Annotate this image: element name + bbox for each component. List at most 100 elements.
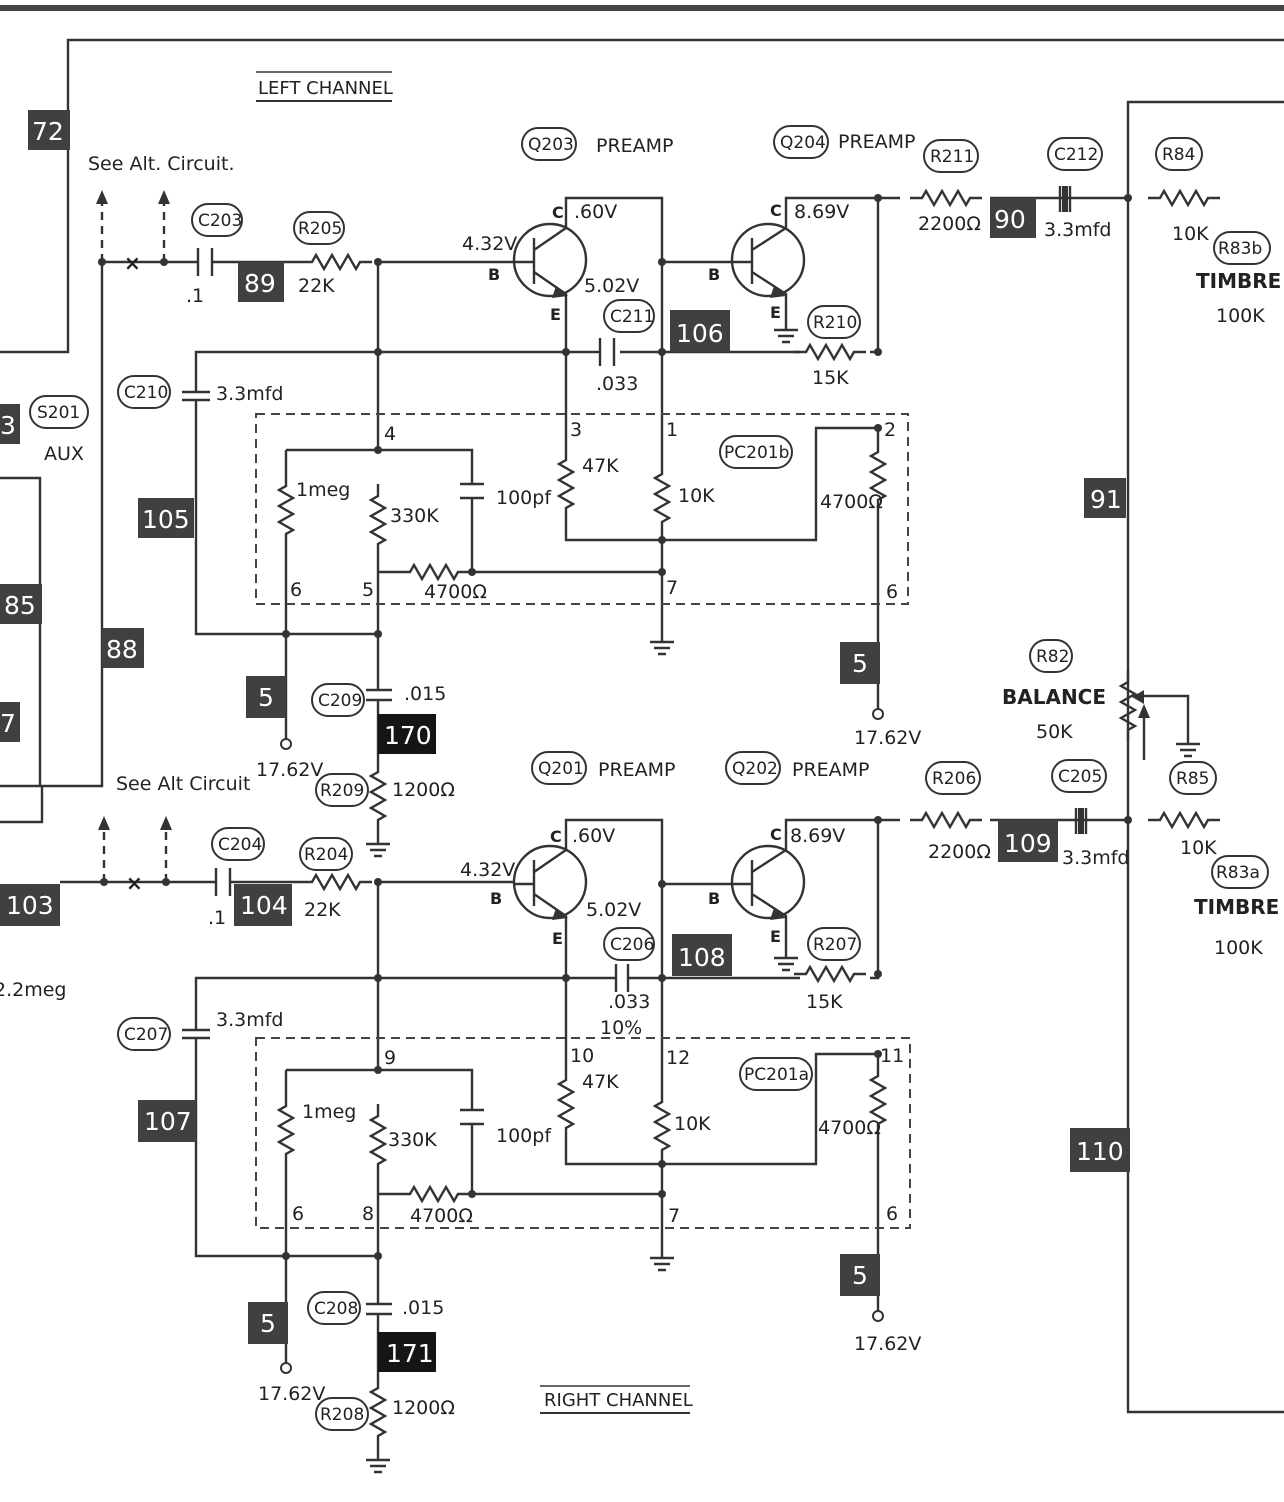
right-q2-e: E: [770, 927, 781, 946]
right-base-voltage: 4.32V: [460, 859, 515, 881]
c207-value: 3.3mfd: [216, 1009, 283, 1031]
right-pin-9: 9: [384, 1047, 396, 1069]
r85-value: 10K: [1180, 837, 1217, 859]
r208-value: 1200Ω: [392, 1397, 455, 1419]
r85-ref: R85: [1176, 769, 1209, 789]
tp-91: 91: [1090, 485, 1122, 514]
right-q2-c: C: [770, 825, 782, 844]
left-supply-voltage-b: 17.62V: [854, 727, 921, 749]
r206-ref: R206: [932, 769, 976, 789]
left-pin-6b: 6: [886, 581, 898, 603]
tp-103: 103: [6, 891, 54, 920]
pc201b-ref: PC201b: [724, 443, 789, 463]
tp-3: 3: [0, 411, 16, 440]
right-r-4700: 4700Ω: [410, 1205, 473, 1227]
svg-text:×: ×: [126, 871, 143, 895]
c206-value: .033: [608, 991, 650, 1013]
c212-value: 3.3mfd: [1044, 219, 1111, 241]
tp-85: 85: [4, 591, 36, 620]
right-pin-10: 10: [570, 1045, 594, 1067]
left-q1-b: B: [488, 265, 500, 284]
c212-ref: C212: [1054, 145, 1098, 165]
q203-label: PREAMP: [596, 135, 674, 157]
c203-ref: C203: [198, 211, 242, 231]
tp-170: 170: [384, 721, 432, 750]
right-r-47k: 47K: [582, 1071, 619, 1093]
r83b-ref: R83b: [1218, 239, 1262, 259]
right-q1-b: B: [490, 889, 502, 908]
r206-value: 2200Ω: [928, 841, 991, 863]
r84-value: 10K: [1172, 223, 1209, 245]
right-supply-voltage-a: 17.62V: [258, 1383, 325, 1405]
tp-109: 109: [1004, 829, 1052, 858]
left-pin-2: 2: [884, 419, 896, 441]
r211-ref: R211: [930, 147, 974, 167]
tp-89: 89: [244, 269, 276, 298]
left-pin-7: 7: [666, 577, 678, 599]
tp-106: 106: [676, 319, 724, 348]
c209-ref: C209: [318, 691, 362, 711]
right-channel-circuit: ×: [60, 808, 1222, 1474]
pc201a-ref: PC201a: [744, 1065, 809, 1085]
q202-ref: Q202: [732, 759, 778, 779]
s201-switch: S201 AUX: [29, 395, 89, 465]
s201-ref: S201: [37, 403, 80, 423]
left-collector1-voltage: .60V: [574, 201, 617, 223]
right-channel-title: RIGHT CHANNEL: [544, 1390, 693, 1411]
r211-value: 2200Ω: [918, 213, 981, 235]
left-q1-e: E: [550, 305, 561, 324]
tp-88: 88: [106, 635, 138, 664]
right-pin-6a: 6: [292, 1203, 304, 1225]
edge-resistor-value: 2.2meg: [0, 979, 66, 1001]
tp-72: 72: [32, 117, 64, 146]
tp-107: 107: [144, 1107, 192, 1136]
c209-value: .015: [404, 683, 446, 705]
right-pin-12: 12: [666, 1047, 690, 1069]
right-r-1meg: 1meg: [302, 1101, 356, 1123]
q204-label: PREAMP: [838, 131, 916, 153]
left-pin-3: 3: [570, 419, 582, 441]
r83a-value: 100K: [1214, 937, 1263, 959]
left-q2-c: C: [770, 201, 782, 220]
r204-ref: R204: [304, 845, 348, 865]
right-collector1-voltage: .60V: [572, 825, 615, 847]
tp-171: 171: [386, 1339, 434, 1368]
r83a-ref: R83a: [1216, 863, 1260, 883]
left-r-47k: 47K: [582, 455, 619, 477]
r205-value: 22K: [298, 275, 335, 297]
right-collector2-voltage: 8.69V: [790, 825, 845, 847]
r204-value: 22K: [304, 899, 341, 921]
r207-value: 15K: [806, 991, 843, 1013]
tp-90: 90: [994, 205, 1026, 234]
q204-ref: Q204: [780, 133, 826, 153]
r209-value: 1200Ω: [392, 779, 455, 801]
tp-110: 110: [1076, 1137, 1124, 1166]
tp-5-left-a: 5: [258, 683, 274, 712]
left-emitter1-voltage: 5.02V: [584, 275, 639, 297]
c207-ref: C207: [124, 1025, 168, 1045]
c206-tolerance: 10%: [600, 1017, 642, 1039]
q203-ref: Q203: [528, 135, 574, 155]
r83b-label: TIMBRE: [1196, 269, 1281, 293]
right-supply-voltage-b: 17.62V: [854, 1333, 921, 1355]
r84-ref: R84: [1162, 145, 1195, 165]
r207-ref: R207: [813, 935, 857, 955]
right-pin-8: 8: [362, 1203, 374, 1225]
right-channel-labels: Q201 PREAMP Q202 PREAMP R206 2200Ω C205 …: [0, 751, 1279, 1431]
right-r-4700b: 4700Ω: [818, 1117, 881, 1139]
left-pin-4: 4: [384, 423, 396, 445]
right-c-100pf: 100pf: [496, 1125, 552, 1147]
left-q2-e: E: [770, 303, 781, 322]
right-q2-b: B: [708, 889, 720, 908]
right-pin-6b: 6: [886, 1203, 898, 1225]
svg-text:×: ×: [124, 251, 141, 275]
left-q1-c: C: [552, 203, 564, 222]
right-pin-11: 11: [880, 1045, 904, 1067]
c203-value: .1: [186, 285, 204, 307]
left-r-10k: 10K: [678, 485, 715, 507]
left-c-100pf: 100pf: [496, 487, 552, 509]
left-channel-labels: Q203 PREAMP Q204 PREAMP R211 2200Ω C212 …: [117, 125, 1281, 807]
right-emitter1-voltage: 5.02V: [586, 899, 641, 921]
balance-label: BALANCE: [1002, 685, 1106, 709]
